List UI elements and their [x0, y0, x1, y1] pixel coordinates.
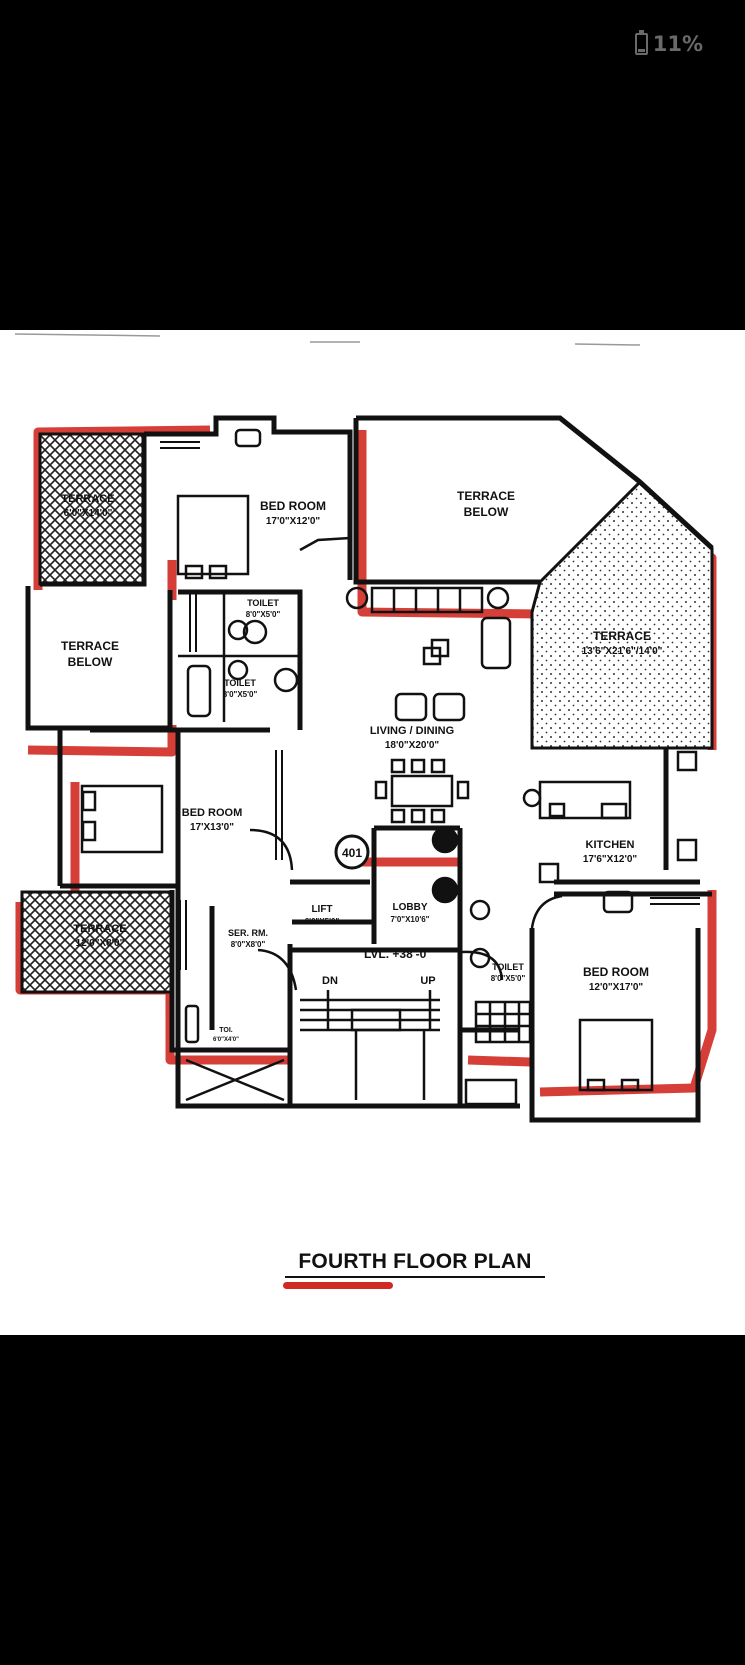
- toilet-lobby-size: 8'0"X5'0": [491, 974, 526, 983]
- stair-down-label: DN: [322, 975, 338, 987]
- toilet-lobby-name: TOILET: [492, 962, 524, 972]
- bedroom-se-size: 12'0"X17'0": [589, 982, 644, 993]
- room-labels: TERRACE 6'0"X14'0" BED ROOM 17'0"X12'0" …: [61, 489, 663, 1043]
- bedroom-top-size: 17'0"X12'0": [266, 516, 321, 527]
- terrace-nw-size: 6'0"X14'0": [64, 508, 113, 519]
- terrace-sw-name: TERRACE: [73, 923, 126, 935]
- terrace-below-left-name: TERRACE: [61, 639, 119, 653]
- terrace-sw-area: [20, 890, 174, 994]
- living-dining-name: LIVING / DINING: [370, 725, 454, 737]
- kitchen-size: 17'6"X12'0": [583, 854, 638, 865]
- toilet-small-name: TOI.: [219, 1027, 233, 1034]
- terrace-below-top-name: TERRACE: [457, 489, 515, 503]
- terrace-nw-area: [38, 432, 146, 586]
- battery-indicator: 11%: [634, 30, 703, 56]
- battery-low-icon: [634, 30, 648, 55]
- stair-up-label: UP: [420, 975, 435, 987]
- servant-room-name: SER. RM.: [228, 928, 268, 938]
- scan-line: [14, 333, 161, 337]
- servant-room-size: 8'0"X8'0": [231, 940, 266, 949]
- bedroom-top-name: BED ROOM: [260, 499, 326, 513]
- battery-level: 11%: [652, 32, 703, 56]
- status-bar: 11%: [0, 0, 745, 90]
- bedroom-west-size: 17'X13'0": [190, 822, 234, 833]
- unit-number: 401: [342, 846, 362, 860]
- terrace-below-left-sub: BELOW: [68, 655, 113, 669]
- level-mark: LVL. +38'-0": [364, 947, 432, 961]
- floor-plan: TERRACE 6'0"X14'0" BED ROOM 17'0"X12'0" …: [14, 333, 717, 1123]
- lift-size: 6'0"X5'0": [305, 917, 340, 926]
- toilet-upper-size: 8'0"X5'0": [246, 610, 281, 619]
- red-underline-mark: [283, 1282, 393, 1289]
- toilet-lower-name: TOILET: [224, 678, 256, 688]
- terrace-sw-size: 12'0"X8'0": [76, 938, 125, 949]
- terrace-east-name: TERRACE: [593, 629, 651, 643]
- scan-line: [574, 343, 641, 346]
- plan-title: FOURTH FLOOR PLAN: [285, 1250, 545, 1278]
- lobby-name: LOBBY: [393, 902, 428, 913]
- image-viewer[interactable]: TERRACE 6'0"X14'0" BED ROOM 17'0"X12'0" …: [0, 330, 745, 1335]
- window-marks: [160, 441, 700, 970]
- terrace-nw-name: TERRACE: [61, 493, 114, 505]
- living-dining-size: 18'0"X20'0": [385, 740, 440, 751]
- furniture: [80, 428, 698, 1106]
- lobby-size: 7'0"X10'6": [391, 915, 430, 924]
- terrace-east-size: 13'6"X21'6"/14'0": [582, 646, 663, 657]
- unit-number-badge: [334, 834, 370, 870]
- kitchen-name: KITCHEN: [586, 839, 635, 851]
- bedroom-se-name: BED ROOM: [583, 965, 649, 979]
- toilet-upper-name: TOILET: [247, 598, 279, 608]
- lift-name: LIFT: [311, 904, 332, 915]
- walls: [25, 415, 714, 1123]
- toilet-lower-size: 8'0"X5'0": [223, 690, 258, 699]
- interior-walls: [178, 536, 563, 1102]
- bedroom-west-name: BED ROOM: [182, 807, 243, 819]
- toilet-small-size: 6'0"X4'0": [213, 1037, 239, 1043]
- terrace-below-top-sub: BELOW: [464, 505, 509, 519]
